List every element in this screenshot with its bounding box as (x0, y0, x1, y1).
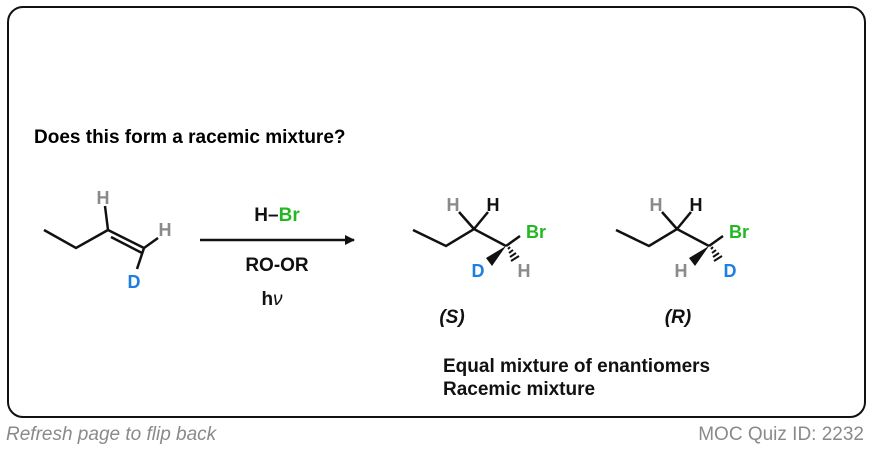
product-r-bond-h-gray (661, 211, 678, 230)
product-r-br: Br (729, 222, 749, 242)
product-s-br: Br (526, 222, 546, 242)
product-r-bond-h-black (676, 211, 692, 230)
product-s: H H Br D H (S) (412, 195, 546, 328)
product-r-label: (R) (665, 307, 691, 328)
product-r-h-wedge: H (675, 261, 688, 281)
product-r-carbon-chain (615, 227, 710, 248)
product-r: H H Br H D (R) (615, 195, 749, 328)
double-bond-inner (110, 235, 143, 255)
quiz-id: MOC Quiz ID: 2232 (698, 424, 864, 445)
question-text: Does this form a racemic mixture? (34, 127, 346, 148)
conclusion-line-1: Equal mixture of enantiomers (443, 356, 710, 377)
bond-to-d (135, 247, 146, 270)
product-s-carbon-chain (412, 227, 507, 248)
reagent-peroxide: RO-OR (245, 255, 309, 276)
product-r-h-gray: H (650, 195, 663, 215)
product-s-hash-h (507, 246, 520, 262)
product-s-h-black: H (487, 195, 500, 215)
bond-to-h-right (143, 236, 159, 250)
reactant-d: D (128, 272, 141, 292)
product-r-hash-d (710, 246, 723, 262)
product-s-d: D (472, 261, 485, 281)
reactant-h-right: H (159, 220, 172, 240)
product-r-d: D (724, 261, 737, 281)
product-s-label: (S) (439, 307, 464, 328)
product-r-bond-br (708, 234, 724, 248)
reactant-carbon-chain (43, 228, 109, 250)
product-s-bond-h-black (473, 211, 489, 230)
product-r-h-black: H (690, 195, 703, 215)
product-r-wedge-h (689, 246, 709, 266)
product-s-bond-h-gray (458, 211, 475, 230)
double-bond-outer (107, 228, 145, 250)
reaction-arrow-group: H–Br RO-OR hν (200, 205, 355, 310)
reactant-h-top: H (97, 188, 110, 208)
reagent-light: hν (261, 289, 283, 310)
bond-to-h-top (103, 205, 110, 231)
quiz-card (7, 6, 866, 418)
reactant-alkene: H H D (43, 188, 172, 292)
reagent-hbr: H–Br (254, 205, 300, 226)
conclusion-line-2: Racemic mixture (443, 379, 595, 400)
product-s-bond-br (505, 234, 521, 248)
product-s-h-gray: H (447, 195, 460, 215)
product-s-h-hash: H (518, 261, 531, 281)
product-s-wedge-d (486, 246, 506, 266)
refresh-hint: Refresh page to flip back (6, 424, 217, 445)
